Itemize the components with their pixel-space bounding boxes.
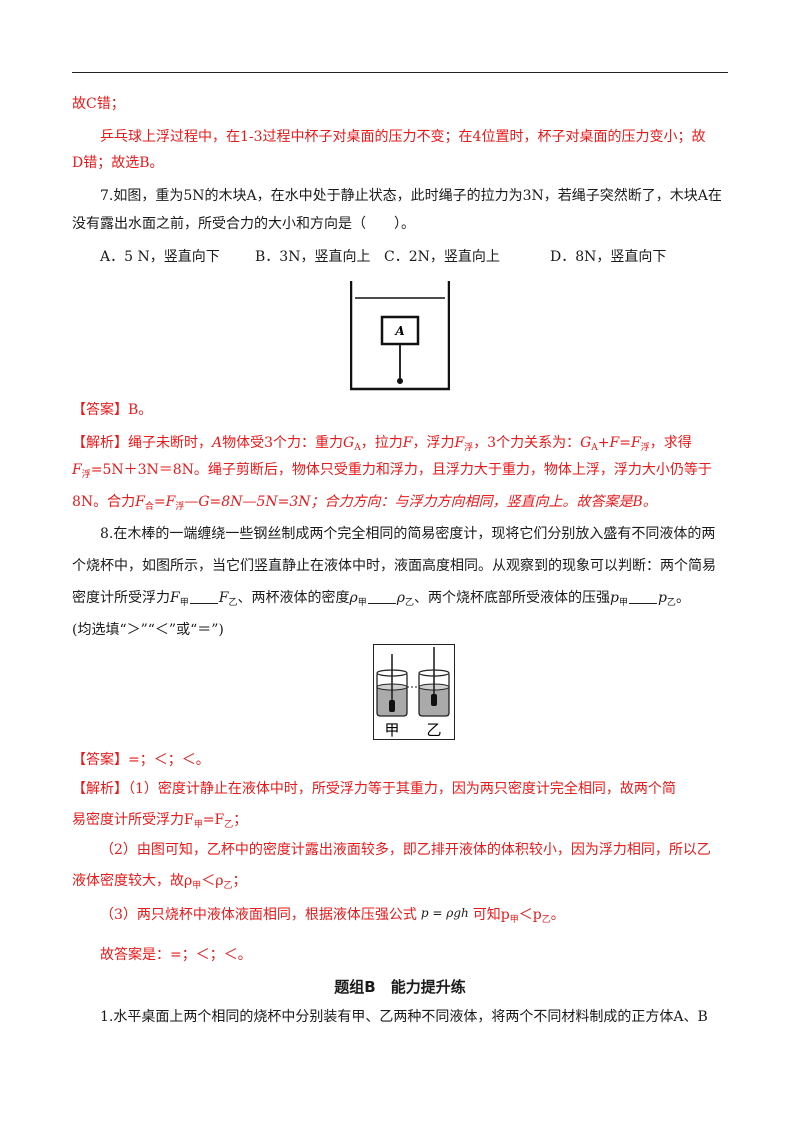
answer-8: 【答案】=；＜；＜。: [72, 752, 210, 768]
text-line: 故C错；: [72, 96, 125, 112]
final-answer-8: 故答案是：=；＜；＜。: [100, 947, 252, 963]
figure-7-container-diagram: A: [350, 279, 450, 391]
option-c: C．2N，竖直向上: [384, 249, 500, 265]
header-rule: [72, 72, 728, 73]
question-8-line-2: 个烧杯中，如图所示，当它们竖直静止在液体中时，液面高度相同。从观察到的现象可以判…: [72, 558, 716, 574]
pressure-formula: p = ρgh: [420, 906, 469, 920]
question-7-line-1: 7.如图，重为5N的木块A，在水中处于静止状态，此时绳子的拉力为3N，若绳子突然…: [100, 188, 722, 204]
text-line: D错；故选B。: [72, 155, 164, 171]
text-line: 乒乓球上浮过程中，在1-3过程中杯子对桌面的压力不变；在4位置时，杯子对桌面的压…: [100, 129, 706, 145]
answer-blank[interactable]: [189, 591, 218, 604]
section-title: 题组B 能力提升练: [334, 978, 466, 996]
explanation-8-line-4: 液体密度较大，故ρ甲＜ρ乙；: [72, 873, 247, 891]
left-beaker-label: 甲: [384, 721, 399, 739]
explanation-7-line-3: 8N。合力F合=F浮—G=8N—5N=3N；合力方向：与浮力方向相同，竖直向上。…: [72, 494, 657, 512]
question-7-line-2: 没有露出水面之前，所受合力的大小和方向是（ ）。: [72, 216, 415, 232]
question-8-line-1: 8.在木棒的一端缠绕一些钢丝制成两个完全相同的简易密度计，现将它们分别放入盛有不…: [100, 526, 716, 542]
explanation-8-line-2: 易密度计所受浮力F甲=F乙；: [72, 812, 248, 830]
explanation-8-line-3: （2）由图可知，乙杯中的密度计露出液面较多，即乙排开液体的体积较小，因为浮力相同…: [100, 842, 711, 858]
option-a: A．5 N，竖直向下: [100, 249, 220, 265]
figure-8-density-meter-diagram: 甲 乙: [373, 644, 455, 740]
question-b1-line-1: 1.水平桌面上两个相同的烧杯中分别装有甲、乙两种不同液体，将两个不同材料制成的正…: [100, 1009, 708, 1025]
block-label: A: [394, 324, 404, 338]
answer-blank[interactable]: [367, 591, 396, 604]
explanation-7-line-2: F浮=5N＋3N＝8N。绳子剪断后，物体只受重力和浮力，且浮力大于重力，物体上浮…: [72, 462, 712, 480]
explanation-7-line-1: 【解析】绳子未断时，A物体受3个力：重力GA，拉力F，浮力F浮，3个力关系为：G…: [72, 435, 692, 453]
right-beaker-label: 乙: [426, 721, 441, 739]
option-b: B．3N，竖直向上: [255, 249, 371, 265]
answer-blank[interactable]: [628, 591, 657, 604]
question-8-line-4: (均选填“＞”“＜”或“＝”): [72, 622, 224, 638]
explanation-8-line-1: 【解析】（1）密度计静止在液体中时，所受浮力等于其重力，因为两只密度计完全相同，…: [72, 781, 676, 797]
option-d: D．8N，竖直向下: [550, 249, 667, 265]
answer-7: 【答案】B。: [72, 402, 153, 418]
